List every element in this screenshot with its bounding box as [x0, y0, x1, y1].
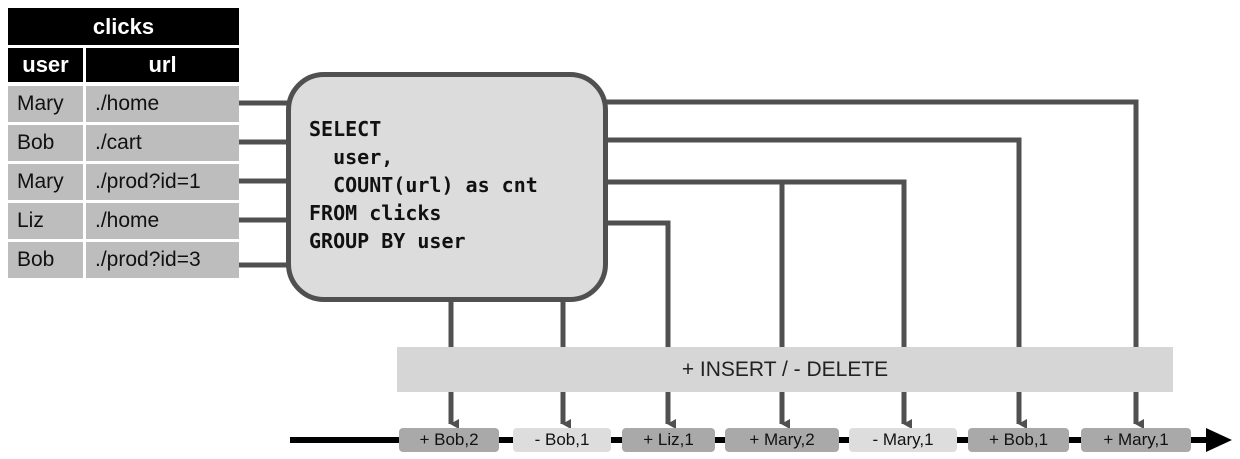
cell-user: Bob	[8, 125, 83, 161]
changelog-band: + INSERT / - DELETE	[397, 347, 1173, 392]
changelog-entry: - Bob,1	[513, 428, 611, 452]
changelog-entry: + Mary,1	[1081, 428, 1191, 452]
query-line: GROUP BY user	[309, 229, 466, 253]
column-header-user: user	[8, 48, 83, 82]
cell-url: ./prod?id=3	[86, 242, 239, 278]
cell-user: Bob	[8, 242, 83, 278]
cell-user: Mary	[8, 164, 83, 200]
query-box: SELECT user, COUNT(url) as cnt FROM clic…	[286, 72, 608, 302]
cell-user: Liz	[8, 203, 83, 239]
query-line: COUNT(url) as cnt	[309, 173, 538, 197]
changelog-entry: - Mary,1	[849, 428, 957, 452]
timeline-arrowhead	[1206, 428, 1232, 452]
cell-url: ./prod?id=1	[86, 164, 239, 200]
output-connector	[606, 179, 912, 429]
table-title: clicks	[8, 8, 239, 45]
changelog-entry: + Liz,1	[622, 428, 715, 452]
output-connector	[606, 137, 1027, 429]
cell-url: ./home	[86, 86, 239, 122]
query-line: FROM clicks	[309, 201, 442, 225]
changelog-entry: + Bob,1	[968, 428, 1069, 452]
query-line: user,	[309, 145, 394, 169]
changelog-entry: + Mary,2	[725, 428, 839, 452]
output-connector	[606, 220, 676, 429]
cell-url: ./home	[86, 203, 239, 239]
query-line: SELECT	[309, 117, 382, 141]
changelog-entry: + Bob,2	[399, 428, 499, 452]
cell-url: ./cart	[86, 125, 239, 161]
column-header-url: url	[86, 48, 239, 82]
cell-user: Mary	[8, 86, 83, 122]
output-connector	[606, 99, 1144, 429]
